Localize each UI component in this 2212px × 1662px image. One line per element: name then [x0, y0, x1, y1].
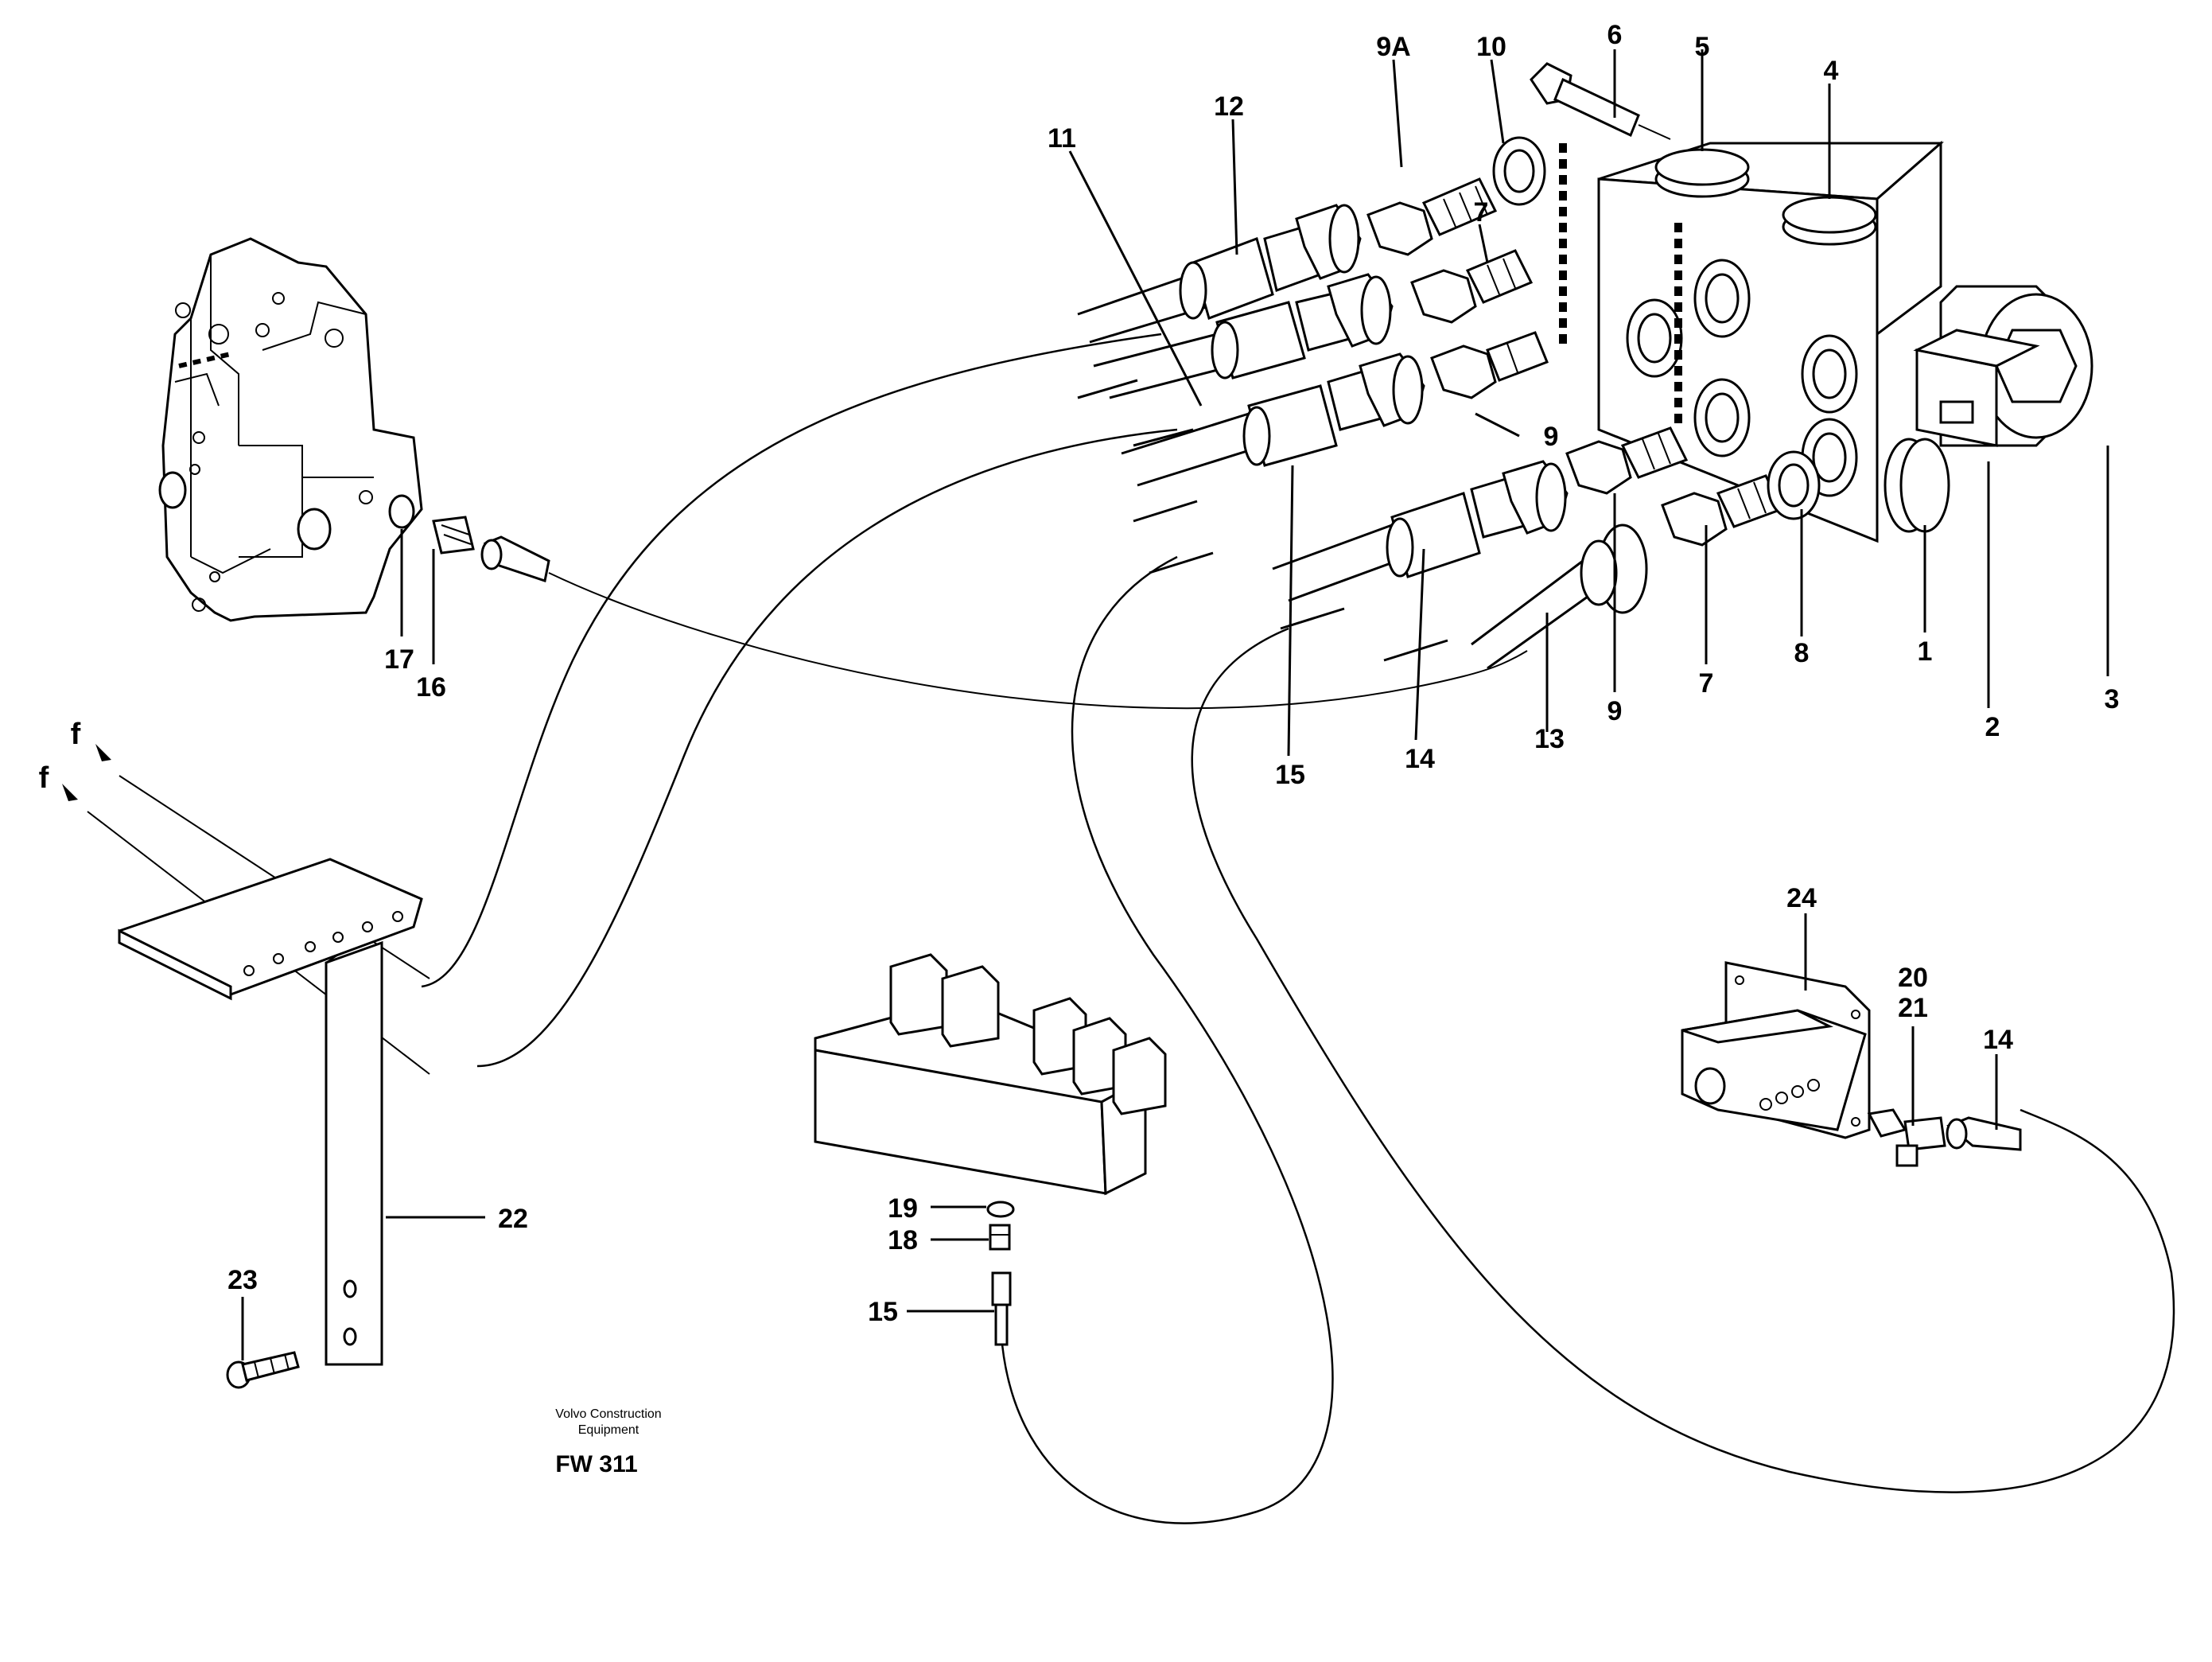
washer-17: [388, 494, 415, 529]
callout-9A: 9A: [1376, 32, 1410, 62]
hose-14-end: [1272, 460, 1569, 602]
callout-f-lower: f: [39, 761, 49, 795]
hose-15-lower-end: [991, 1271, 1012, 1346]
drawing-code: FW 311: [555, 1451, 637, 1477]
callout-6: 6: [1607, 20, 1623, 50]
hose-15-end: [1121, 352, 1425, 487]
adapter-9-lower: [1565, 426, 1689, 495]
callout-15-upper: 15: [1275, 760, 1305, 790]
washer-10: [1492, 136, 1546, 206]
callout-12: 12: [1214, 91, 1244, 122]
washer-8: [1767, 450, 1821, 520]
callout-13: 13: [1534, 724, 1565, 754]
callout-14-lower: 14: [1983, 1025, 2013, 1055]
hose-routes: [87, 333, 2175, 1524]
callout-3: 3: [2105, 684, 2120, 714]
callout-labels: 6 5 4 9A 10 12 11 7 9 1 8 7 3 9 2 13 14 …: [39, 20, 2120, 1327]
main-control-valve: [158, 237, 423, 622]
callout-7-lower: 7: [1699, 668, 1714, 699]
valve-block: [1559, 140, 2093, 543]
callout-2: 2: [1985, 712, 2000, 742]
bracket-22: [118, 858, 423, 1366]
bolt-6: [1530, 62, 1671, 140]
callout-23: 23: [227, 1265, 258, 1295]
callout-20: 20: [1898, 963, 1928, 993]
adapter-9A: [1366, 177, 1498, 256]
callout-11: 11: [1048, 123, 1076, 154]
callout-f-upper: f: [71, 718, 81, 751]
adapter-16: [432, 516, 475, 555]
hose-stubs: [1077, 379, 1448, 662]
adapter-7-lower: [1661, 474, 1784, 547]
tee-fitting-20-21: [1867, 1108, 1946, 1167]
callout-14-upper: 14: [1405, 744, 1435, 774]
hose-16-end: [480, 535, 550, 582]
callout-24: 24: [1786, 883, 1817, 913]
arrow-marker-upper: [95, 744, 111, 761]
callout-4: 4: [1824, 56, 1839, 86]
callout-9-lower: 9: [1607, 696, 1623, 726]
callout-9-upper: 9: [1544, 422, 1559, 452]
brand-line-1: Volvo Construction: [555, 1407, 661, 1421]
hose-14-lower-end: [1946, 1116, 2022, 1151]
hose-13-end: [1471, 524, 1648, 670]
callout-19: 19: [888, 1193, 918, 1224]
brand-line-2: Equipment: [578, 1423, 639, 1437]
adapter-9-upper: [1430, 331, 1549, 399]
callout-10: 10: [1476, 32, 1506, 62]
relay-block: [814, 953, 1167, 1196]
adapter-18: [989, 1224, 1011, 1251]
callout-21: 21: [1898, 993, 1928, 1023]
callout-5: 5: [1695, 32, 1710, 62]
screw-23: [226, 1351, 300, 1389]
callout-22: 22: [498, 1204, 528, 1234]
leader-lines: [241, 49, 2109, 1360]
callout-15-lower: 15: [868, 1297, 898, 1327]
control-unit-24: [1681, 961, 1871, 1139]
callout-8: 8: [1794, 638, 1810, 668]
callout-18: 18: [888, 1225, 918, 1255]
washer-19: [986, 1201, 1015, 1218]
arrow-marker-lower: [62, 784, 78, 801]
hose-11-end: [1093, 273, 1394, 399]
callout-17: 17: [384, 644, 414, 675]
callout-7-upper: 7: [1474, 197, 1489, 228]
drawing-footer: Volvo Construction Equipment FW 311: [555, 1407, 661, 1477]
callout-16: 16: [416, 672, 446, 703]
hose-12-end: [1077, 204, 1362, 344]
callout-1: 1: [1918, 636, 1933, 667]
adapter-7-upper: [1410, 249, 1534, 324]
